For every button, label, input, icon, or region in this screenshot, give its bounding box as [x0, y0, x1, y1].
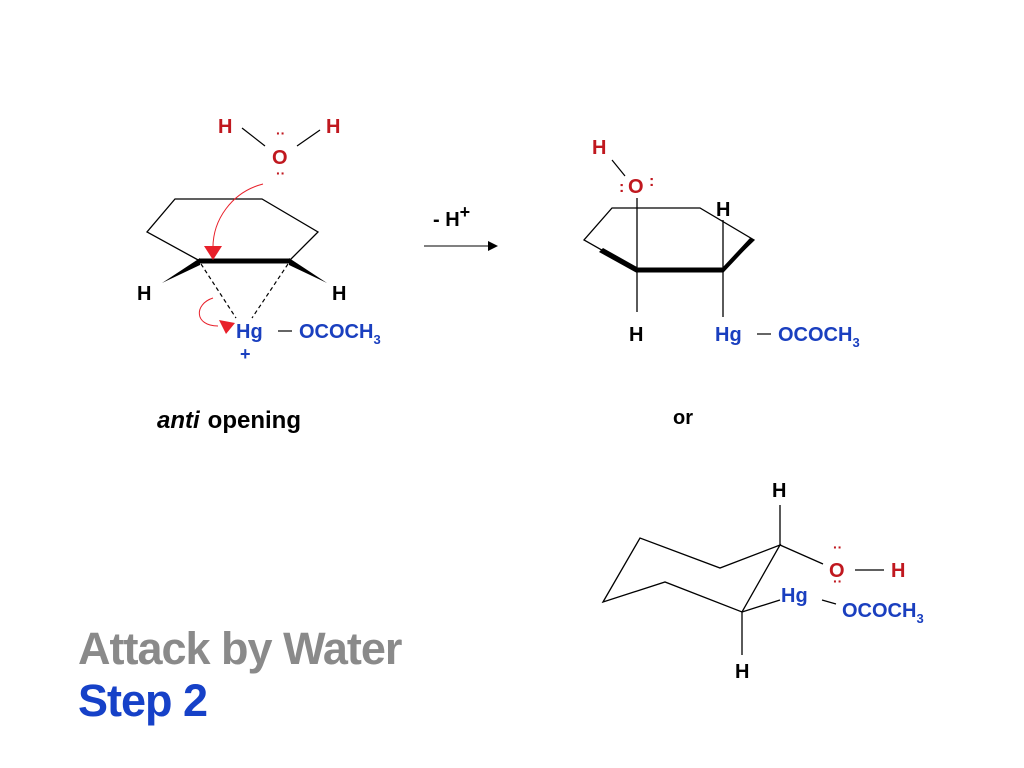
water-bond-left	[241, 127, 266, 147]
hg-label: Hg	[236, 321, 263, 343]
product-b-o-h: H	[891, 560, 905, 582]
wedge-left	[162, 258, 200, 283]
product-a-lone-pair-left: :	[619, 179, 624, 196]
product-a-oh-bond	[611, 159, 626, 177]
product-a-h-bottom: H	[629, 324, 643, 346]
reaction-arrow-group: - H+	[424, 202, 498, 251]
reactant-structure: H O ·· ·· H H H Hg OCOCH3 +	[137, 116, 381, 364]
dashed-bond-left	[200, 263, 237, 319]
product-b-lone-pair-top: ··	[833, 539, 842, 555]
h-right: H	[332, 283, 346, 305]
product-b-hg-ligand-bond	[821, 599, 837, 605]
slide-title: Attack by Water	[78, 623, 402, 674]
bond-break-arrow	[198, 297, 219, 327]
product-b-oxygen: O	[829, 560, 845, 582]
positive-charge: +	[240, 344, 251, 364]
water-h-right: H	[326, 116, 340, 138]
product-a-wedge-left	[599, 248, 637, 273]
product-a-o-h: H	[592, 137, 606, 159]
product-b-h-top: H	[772, 480, 786, 502]
water-bond-right	[296, 129, 321, 147]
bond-break-arrowhead	[219, 320, 235, 334]
product-b-hg-bond	[741, 599, 781, 613]
product-b-o-bond	[779, 544, 824, 565]
dashed-bond-right	[251, 263, 289, 319]
water-lone-pair-bottom: ··	[276, 165, 285, 181]
ring-back	[145, 198, 320, 262]
product-a-oxygen: O	[628, 176, 644, 198]
product-b-chair-ring	[601, 537, 782, 613]
product-b-ligand: OCOCH3	[842, 600, 924, 626]
water-attack-arrow	[212, 183, 264, 251]
product-b-structure: H O ·· ·· H Hg OCOCH3 H	[601, 480, 924, 683]
product-a-ligand: OCOCH3	[778, 324, 860, 350]
wedge-right	[289, 258, 327, 283]
product-a-wedge-right	[723, 238, 754, 273]
water-lone-pair-top: ··	[276, 125, 285, 141]
water-h-left: H	[218, 116, 232, 138]
water-oxygen: O	[272, 147, 288, 169]
or-label: or	[673, 407, 693, 429]
h-left: H	[137, 283, 151, 305]
water-attack-arrowhead	[204, 246, 222, 260]
product-b-h-bottom: H	[735, 661, 749, 683]
product-b-hg: Hg	[781, 585, 808, 607]
product-b-lone-pair-bottom: ··	[833, 573, 842, 589]
reaction-arrow-label: - H+	[433, 202, 470, 231]
ligand-label: OCOCH3	[299, 321, 381, 347]
product-a-h-top: H	[716, 199, 730, 221]
slide-subtitle: Step 2	[78, 675, 208, 726]
product-a-lone-pair-right: :	[649, 173, 654, 190]
product-a-hg: Hg	[715, 324, 742, 346]
product-a-structure: H O : : H H Hg OCOCH3	[582, 137, 860, 350]
